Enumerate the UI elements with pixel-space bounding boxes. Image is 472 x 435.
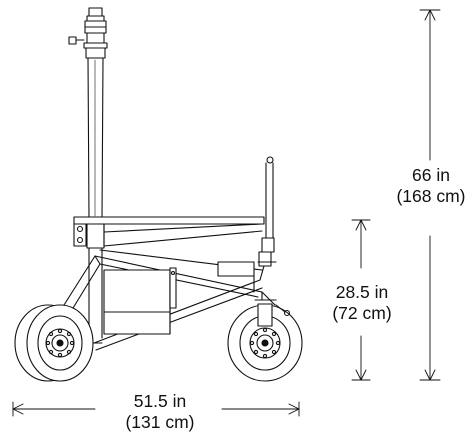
platform-height-label: 28.5 in (72 cm) — [319, 282, 405, 324]
steering-handle — [257, 156, 277, 267]
wheelbase-length-label: 51.5 in (131 cm) — [108, 391, 212, 433]
front-wheel — [227, 291, 303, 382]
camera-column — [68, 7, 108, 339]
overall-height-metric: (168 cm) — [396, 186, 466, 206]
chassis-frame — [53, 249, 276, 351]
dimension-lines — [12, 9, 441, 417]
wheelbase-length-metric: (131 cm) — [125, 412, 195, 432]
wheelbase-length-imperial: 51.5 in — [133, 391, 187, 411]
platform — [73, 216, 265, 247]
rear-wheel — [14, 304, 94, 382]
overall-height-label: 66 in (168 cm) — [384, 165, 472, 207]
platform-height-metric: (72 cm) — [332, 303, 392, 323]
overall-height-imperial: 66 in — [412, 165, 450, 185]
platform-height-imperial: 28.5 in — [335, 282, 389, 302]
